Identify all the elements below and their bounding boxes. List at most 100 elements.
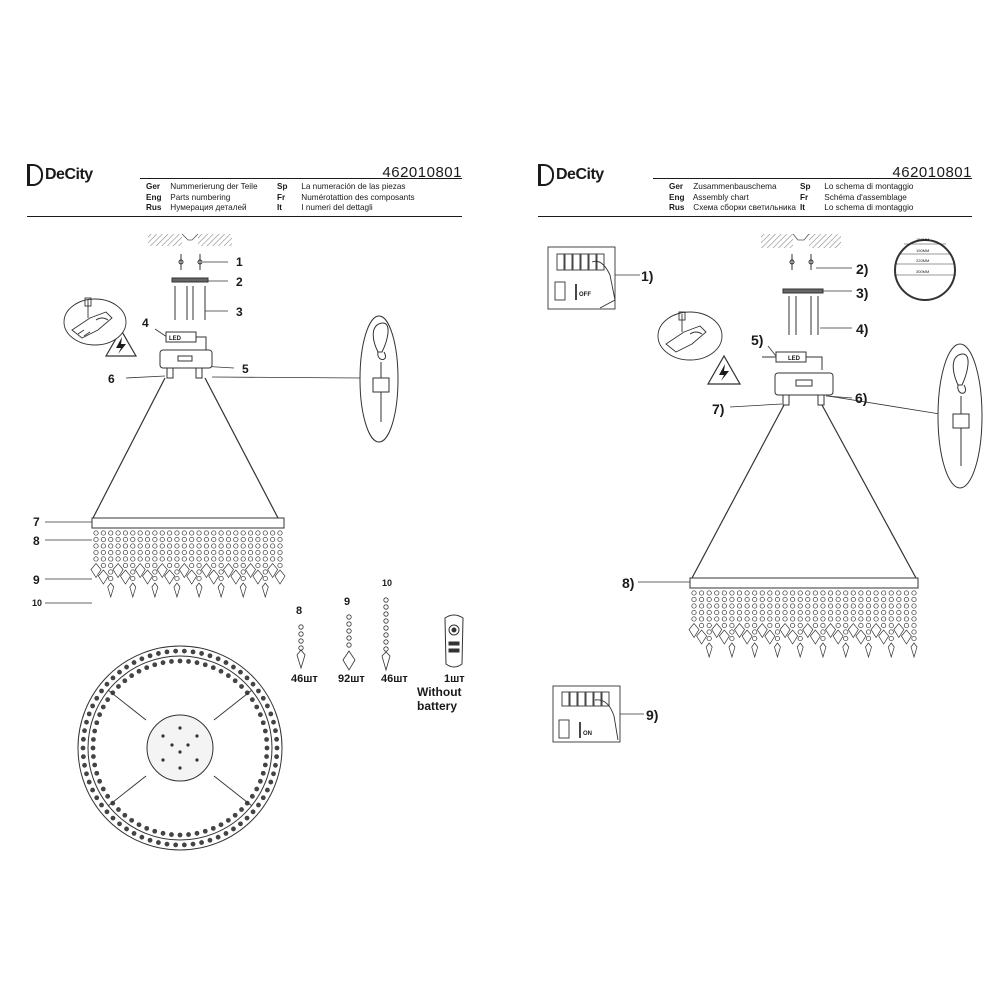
crystal-bead xyxy=(152,662,158,668)
crystal-bead xyxy=(881,596,887,603)
crystal-drop xyxy=(112,562,124,579)
crystal-bead xyxy=(820,609,826,616)
crystal-bead xyxy=(843,635,849,642)
crystal-bead xyxy=(159,543,165,549)
crystal-bead xyxy=(122,562,128,569)
remote-qty: 1шт xyxy=(444,673,465,685)
crystal-bead xyxy=(152,575,158,582)
crystal-bead xyxy=(714,596,720,603)
crystal-bead xyxy=(828,609,834,616)
crystal-bead xyxy=(211,530,217,536)
crystal-bead xyxy=(714,590,720,596)
crystal-drop xyxy=(825,622,836,639)
crystal-bead xyxy=(86,779,92,785)
crystal-bead xyxy=(181,842,187,848)
crystal-bead xyxy=(274,736,280,742)
crystal-bead xyxy=(850,596,856,603)
crystal-bead xyxy=(896,603,902,609)
crystal-bead xyxy=(110,675,116,681)
crystal-bead xyxy=(254,786,260,792)
crystal-bead xyxy=(240,575,246,582)
crystal-bead xyxy=(152,556,158,562)
crystal-bead xyxy=(903,596,909,603)
title-eng: Eng Parts numbering xyxy=(146,192,231,202)
crystal-drop xyxy=(151,582,159,599)
crystal-bead xyxy=(699,616,705,622)
crystal-bead xyxy=(812,596,818,603)
crystal-bead xyxy=(202,828,208,834)
crystal-bead xyxy=(160,830,166,836)
crystal-bead xyxy=(255,536,261,543)
crystal-bead xyxy=(249,697,255,703)
crystal-bead xyxy=(691,603,697,609)
crystal-drop xyxy=(900,629,912,645)
crystal-bead xyxy=(873,603,879,609)
crystal-bead xyxy=(156,840,161,845)
crystal-bead xyxy=(277,536,283,543)
crystal-bead xyxy=(122,536,128,543)
step-3: 3) xyxy=(856,285,869,301)
crystal-bead xyxy=(729,616,735,622)
crystal-bead xyxy=(223,831,229,836)
crystal-bead xyxy=(233,549,239,556)
crystal-bead xyxy=(181,556,187,562)
crystal-bead xyxy=(233,543,239,549)
crystal-bead xyxy=(240,543,246,549)
crystal-bead xyxy=(233,536,239,543)
crystal-bead xyxy=(232,678,238,684)
step-5: 5) xyxy=(751,332,764,348)
crystal-bead xyxy=(774,603,780,609)
crystal-bead xyxy=(169,659,174,664)
crystal-bead xyxy=(207,653,213,659)
crystal-bead xyxy=(820,596,826,603)
crystal-bead xyxy=(255,562,261,569)
crystal-bead xyxy=(240,556,246,562)
callout-10: 10 xyxy=(32,598,43,608)
crystal-drop xyxy=(90,562,102,579)
mounting-bracket-icon xyxy=(171,277,209,320)
crystal-bead xyxy=(152,530,158,536)
crystal-bead xyxy=(903,590,909,596)
crystal-bead xyxy=(196,549,202,556)
crystal-bead xyxy=(835,596,841,603)
crystal-bead xyxy=(812,603,818,609)
crystal-bead xyxy=(774,616,780,622)
crystal-bead xyxy=(104,809,110,815)
crystal-bead xyxy=(173,648,179,654)
crystal-bead xyxy=(790,590,796,596)
crystal-bead xyxy=(152,543,158,549)
crystal-bead xyxy=(752,622,758,629)
crystal-drop xyxy=(223,562,234,579)
crystal-bead xyxy=(110,690,116,696)
crystal-bead xyxy=(108,536,114,543)
crystal-bead xyxy=(767,603,773,609)
crystal-bead xyxy=(744,616,750,622)
crystal-bead xyxy=(268,711,274,717)
crystal-bead xyxy=(93,530,99,536)
title-it: It I numeri del dettagli xyxy=(277,203,373,212)
crystal-drop xyxy=(696,629,708,645)
crystal-bead xyxy=(255,556,261,562)
crystal-bead xyxy=(264,754,269,759)
crystal-bead xyxy=(858,596,864,603)
crystal-bead xyxy=(108,530,114,536)
crystal-bead xyxy=(277,549,283,556)
language-titles: Ger Zusammenbauschema Sp Lo schema di mo… xyxy=(669,182,989,214)
crystal-drop xyxy=(910,642,918,659)
crystal-bead xyxy=(159,556,165,562)
callout-3: 3 xyxy=(236,305,243,319)
crystal-bead xyxy=(714,603,720,609)
crystal-bead xyxy=(911,596,917,603)
crystal-bead xyxy=(240,549,246,556)
crystal-bead xyxy=(257,712,263,718)
crystal-bead xyxy=(774,622,780,629)
crystal-bead xyxy=(167,549,173,556)
step-9: 9) xyxy=(646,707,659,723)
crystal-bead xyxy=(174,569,180,575)
crystal-bead xyxy=(706,635,712,642)
crystal-drop xyxy=(178,562,190,579)
crystal-bead xyxy=(190,841,196,847)
crystal-bead xyxy=(108,543,114,549)
crystal-bead xyxy=(729,590,735,596)
crystal-bead xyxy=(858,616,864,622)
